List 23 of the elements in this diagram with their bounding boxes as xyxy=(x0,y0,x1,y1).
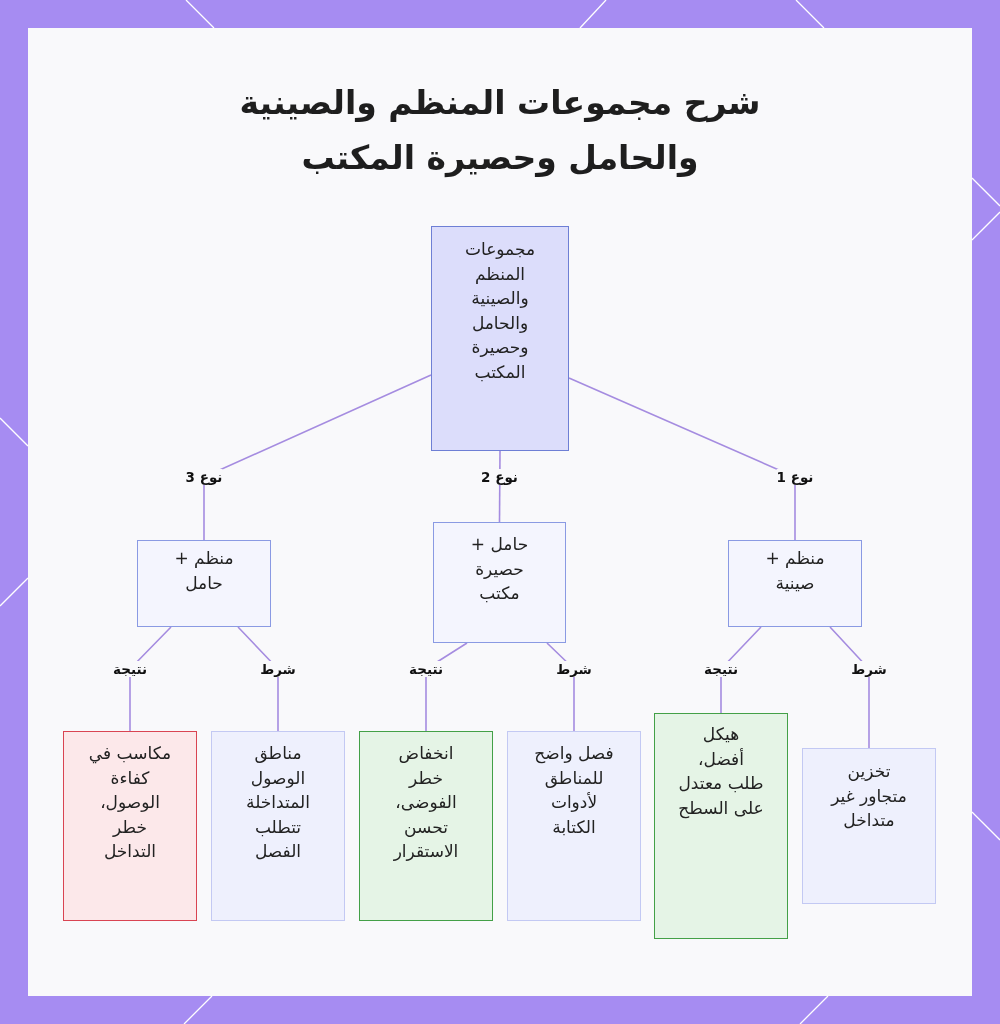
connector-line xyxy=(203,374,432,541)
edge-label: نوع 2 xyxy=(481,469,518,485)
connector-line xyxy=(129,626,172,732)
edge-label: شرط xyxy=(556,661,592,677)
connector-line xyxy=(568,377,796,541)
result-box: انخفاض خطر الفوضى، تحسن الاستقرار xyxy=(359,731,493,921)
edge-label: نتيجة xyxy=(409,661,443,677)
category-box: حامل + حصيرة مكتب xyxy=(433,522,566,643)
result-box: مكاسب في كفاءة الوصول، خطر التداخل xyxy=(63,731,197,921)
condition-box: فصل واضح للمناطق لأدوات الكتابة xyxy=(507,731,641,921)
edge-label: شرط xyxy=(260,661,296,677)
edge-label: نوع 1 xyxy=(776,469,814,485)
result-box: هيكل أفضل، طلب معتدل على السطح xyxy=(654,713,788,939)
edge-label: نوع 3 xyxy=(185,469,223,485)
edge-label: نتيجة xyxy=(704,661,738,677)
category-box: منظم + صينية xyxy=(728,540,862,627)
condition-box: تخزين متجاور غير متداخل xyxy=(802,748,936,904)
condition-box: مناطق الوصول المتداخلة تتطلب الفصل xyxy=(211,731,345,921)
edge-label: نتيجة xyxy=(113,661,147,677)
title: شرح مجموعات المنظم والصينية والحامل وحصيرة المكتب xyxy=(238,82,762,180)
category-box: منظم + حامل xyxy=(137,540,271,627)
edge-label: شرط xyxy=(851,661,887,677)
main-box: مجموعات المنظم والصينية والحامل وحصيرة المكتب xyxy=(431,226,569,451)
